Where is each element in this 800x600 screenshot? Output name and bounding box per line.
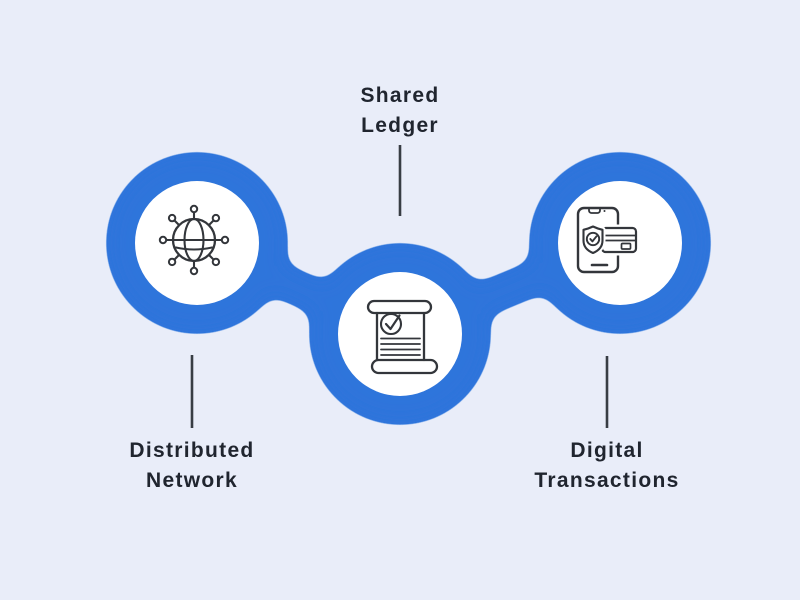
label-shared-ledger-line1: Shared xyxy=(360,84,440,107)
label-distributed-network: Distributed Network xyxy=(129,436,254,496)
label-distributed-network-line1: Distributed xyxy=(129,439,255,462)
node-disc-distributed-network xyxy=(135,181,259,305)
label-digital-transactions-line2: Transactions xyxy=(534,469,680,492)
label-shared-ledger: Shared Ledger xyxy=(361,81,440,141)
smartphone-payment-icon xyxy=(576,206,640,274)
label-distributed-network-line2: Network xyxy=(146,469,238,492)
label-digital-transactions: Digital Transactions xyxy=(534,436,679,496)
label-shared-ledger-line2: Ledger xyxy=(361,114,439,137)
node-disc-shared-ledger xyxy=(338,272,462,396)
label-digital-transactions-line1: Digital xyxy=(570,439,644,462)
network-globe-icon xyxy=(158,204,230,276)
ledger-scroll-icon xyxy=(366,299,439,375)
